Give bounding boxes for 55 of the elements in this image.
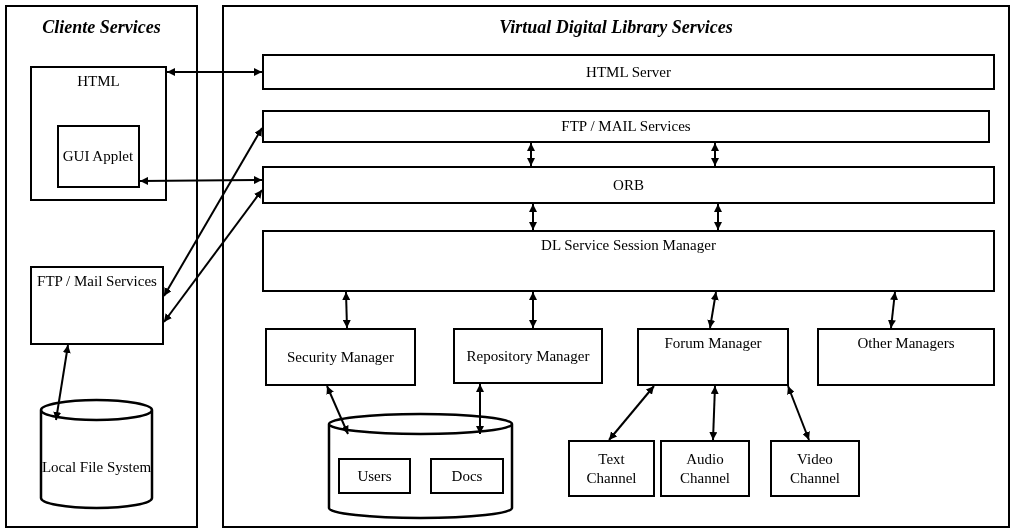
node-label: ORB <box>613 175 644 195</box>
component-box <box>453 328 603 384</box>
node-label: HTML Server <box>586 62 671 82</box>
node-label: Forum Manager <box>664 334 762 353</box>
node-label: Other Managers <box>857 334 955 353</box>
arrow <box>711 142 719 167</box>
node-label: DL Service Session Manager <box>541 236 716 255</box>
arrow <box>163 189 263 323</box>
arrow <box>53 344 71 421</box>
node-label: Repository Manager <box>466 346 590 366</box>
node-label: Docs <box>451 466 483 486</box>
component-box <box>30 266 164 345</box>
arrow <box>707 291 719 329</box>
arrow <box>887 291 899 329</box>
component-box <box>56 124 140 188</box>
component-box <box>262 110 990 143</box>
arrow <box>714 203 722 231</box>
component-box <box>262 54 995 90</box>
arrow <box>476 383 484 435</box>
node-label: Local File System <box>41 457 152 477</box>
panel-heading: Cliente Services <box>41 17 162 37</box>
node-label: Text Channel <box>585 449 638 488</box>
node-label: FTP / Mail Services <box>37 272 157 291</box>
panel-heading: Virtual Digital Library Services <box>498 17 734 37</box>
group-panel <box>5 5 198 528</box>
component-box <box>265 328 416 386</box>
node-label: Audio Channel <box>679 449 731 488</box>
node-label: Video Channel <box>789 449 841 488</box>
node-label: GUI Applet <box>62 146 134 166</box>
arrow <box>326 385 349 435</box>
component-box <box>660 440 750 497</box>
component-box <box>262 230 995 292</box>
arrow <box>608 385 655 441</box>
node-label: Security Manager <box>286 347 394 367</box>
component-box <box>637 328 789 386</box>
component-box <box>430 458 504 494</box>
arrow <box>787 385 810 441</box>
component-box <box>30 66 167 201</box>
component-box <box>568 440 655 497</box>
arrow <box>166 68 263 76</box>
arrow <box>163 127 263 297</box>
arrow <box>529 291 537 329</box>
component-box <box>338 458 411 494</box>
component-box <box>770 440 860 497</box>
node-label: FTP / MAIL Services <box>561 117 691 136</box>
component-box <box>817 328 995 386</box>
group-panel <box>222 5 1010 528</box>
node-label: Users <box>357 466 392 486</box>
arrow <box>527 142 535 167</box>
component-box <box>262 166 995 204</box>
arrow <box>709 385 719 441</box>
arrow <box>139 176 263 185</box>
node-label: HTML <box>77 72 120 91</box>
arrow <box>342 291 351 329</box>
arrow <box>529 203 537 231</box>
